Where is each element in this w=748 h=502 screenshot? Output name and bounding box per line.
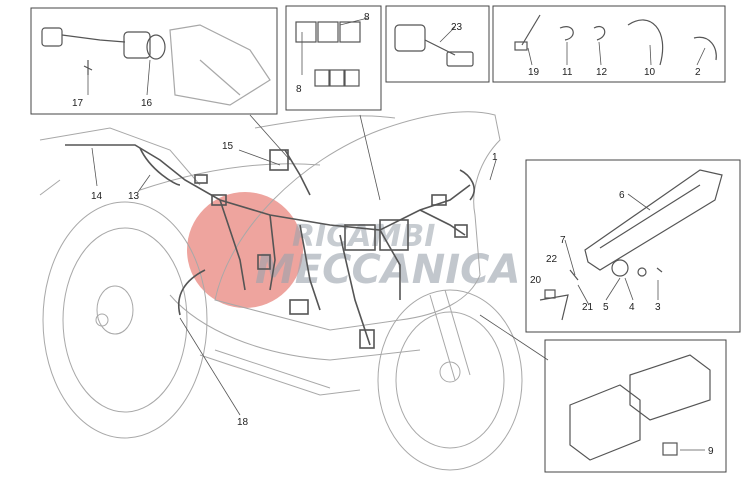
leader-lines: [87, 17, 706, 451]
callout-3: 3: [655, 302, 661, 313]
callout-21: 21: [582, 302, 594, 313]
callout-20: 20: [530, 275, 542, 286]
callout-7: 7: [560, 235, 566, 246]
callout-10: 10: [644, 67, 656, 78]
callout-11: 11: [562, 67, 573, 78]
callout-13: 13: [128, 191, 140, 202]
callout-23: 23: [451, 22, 463, 33]
detail-box-23: [385, 5, 490, 83]
callouts: 17 16 8 8 23 19 11 12 10 2 1 15 14 13 6 …: [72, 12, 714, 457]
callout-2: 2: [695, 67, 701, 78]
callout-22: 22: [546, 254, 558, 265]
detail-box-clips: [492, 5, 726, 83]
watermark-circle: [187, 192, 303, 308]
callout-9: 9: [708, 446, 714, 457]
detail-box-16-17: [30, 7, 278, 115]
callout-4: 4: [629, 302, 635, 313]
detail-box-ecu: [544, 339, 727, 473]
callout-1: 1: [492, 152, 498, 163]
wiring-harness: [65, 144, 475, 349]
callout-14: 14: [91, 191, 103, 202]
callout-5: 5: [603, 302, 609, 313]
callout-8-top: 8: [364, 12, 370, 23]
callout-15: 15: [222, 141, 234, 152]
watermark-text-bottom: MECCANICA: [255, 247, 520, 293]
callout-6: 6: [619, 190, 625, 201]
detail-box-bracket: [525, 159, 741, 333]
callout-12: 12: [596, 67, 608, 78]
callout-16: 16: [141, 98, 153, 109]
detail-box-relays: [285, 5, 382, 111]
callout-19: 19: [528, 67, 540, 78]
rear-wheel: [42, 201, 208, 439]
callout-17: 17: [72, 98, 84, 109]
watermark: RICAMBI MECCANICA: [187, 192, 520, 308]
front-wheel: [377, 289, 523, 471]
callout-8-left: 8: [296, 84, 302, 95]
callout-18: 18: [237, 417, 249, 428]
motorcycle-outline: [39, 111, 523, 471]
